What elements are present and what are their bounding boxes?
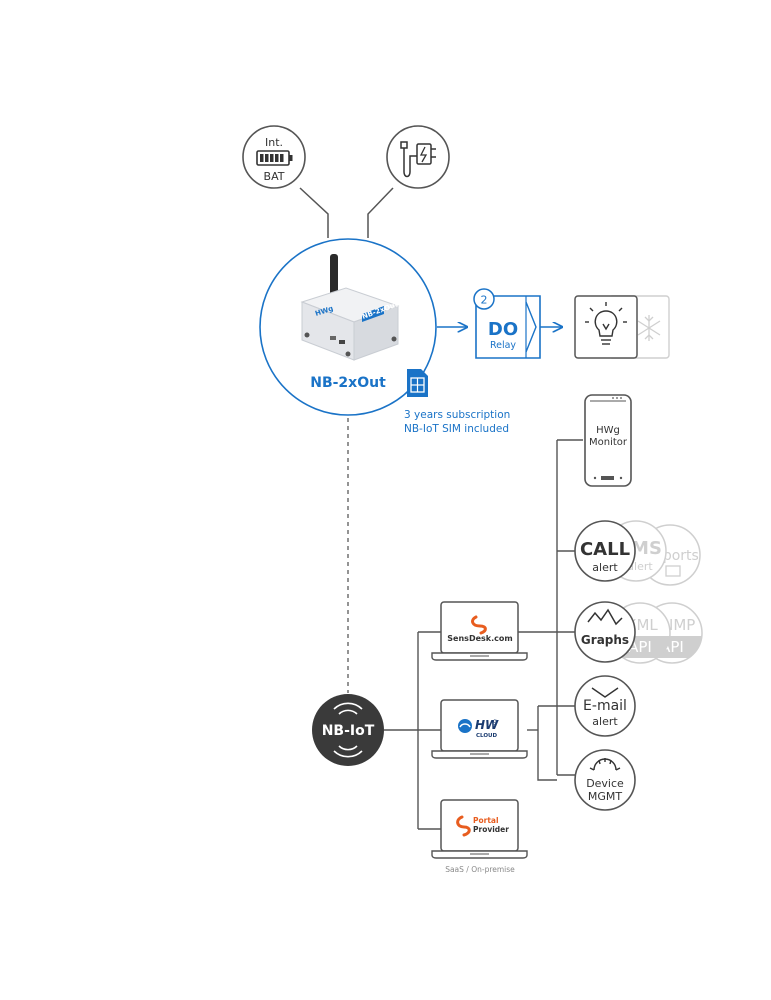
output-count-badge <box>473 288 495 310</box>
laptop-sensdesk: SensDesk.com <box>431 601 528 661</box>
battery-wire <box>299 187 329 238</box>
nbiot-circle <box>312 694 384 766</box>
email-top-label: E-mail <box>583 698 627 714</box>
hwg-monitor-phone: HWg Monitor <box>584 394 632 487</box>
adapter-circle <box>386 125 450 189</box>
hwg-cloud-label: CLOUD <box>476 733 497 739</box>
email-alert-node: E-mail alert <box>574 675 636 737</box>
battery-top-label: Int. <box>265 136 283 149</box>
adapter-node <box>386 125 450 189</box>
antenna-icon <box>330 254 338 302</box>
device-name: NB-2xOut <box>310 375 386 391</box>
call-alert-node: CALL alert <box>574 520 636 582</box>
xml-bottom-label: API <box>628 638 652 656</box>
feature-connectors <box>518 439 583 781</box>
nbiot-node: NB-IoT <box>312 694 384 766</box>
sensdesk-label: SensDesk.com <box>447 634 512 643</box>
battery-node: Int. BAT <box>242 125 306 189</box>
sim-note-line1: 3 years subscription <box>404 409 510 421</box>
sms-bottom-label: alert <box>627 560 653 573</box>
output-count: 2 <box>481 294 488 307</box>
nbiot-label: NB-IoT <box>322 723 375 739</box>
snowflake-icon <box>637 315 661 341</box>
hwg-logo-sup: g <box>493 718 497 725</box>
phone-line2: Monitor <box>589 437 628 448</box>
hwg-logo-text: HW <box>475 718 499 732</box>
laptop-hwg-cloud: HW g CLOUD <box>431 699 528 759</box>
portal-line1: Portal <box>473 816 499 825</box>
phone-line1: HWg <box>596 425 620 436</box>
laptop-portal-provider: Portal Provider <box>431 799 528 859</box>
device-box-image <box>300 287 400 361</box>
graphs-label: Graphs <box>581 633 629 647</box>
envelope-icon <box>591 687 619 698</box>
email-bottom-label: alert <box>592 715 618 728</box>
do-relay-block: DO Relay <box>475 295 541 359</box>
device-mgmt-bottom-label: MGMT <box>588 790 623 803</box>
sim-note-line2: NB-IoT SIM included <box>404 423 509 435</box>
relay-label: Relay <box>490 340 516 351</box>
battery-bottom-label: BAT <box>264 170 285 183</box>
graphs-node: Graphs <box>574 601 636 663</box>
call-top-label: CALL <box>580 539 630 560</box>
device-mgmt-top-label: Device <box>586 777 624 790</box>
do-label: DO <box>488 319 518 340</box>
light-bulb-icon <box>585 302 627 345</box>
device-mgmt-node: Device MGMT <box>574 749 636 811</box>
call-bottom-label: alert <box>592 561 618 574</box>
platforms-caption: SaaS / On-premise <box>445 865 515 874</box>
power-adapter-icon <box>400 141 436 178</box>
portal-logo-icon <box>456 815 471 837</box>
hwg-cloud-logo-icon <box>458 719 472 733</box>
battery-circle <box>242 125 306 189</box>
adapter-wire <box>367 187 394 238</box>
sim-card-icon <box>407 369 428 397</box>
light-load <box>574 295 638 359</box>
device-node: HWg NB-2xOut NB-2xOut <box>259 238 437 416</box>
sensdesk-logo-icon <box>471 615 487 635</box>
graph-line-icon <box>587 608 623 626</box>
battery-icon <box>256 150 293 166</box>
portal-line2: Provider <box>473 825 509 834</box>
platform-connectors <box>384 631 442 830</box>
wave-icon <box>333 702 363 758</box>
